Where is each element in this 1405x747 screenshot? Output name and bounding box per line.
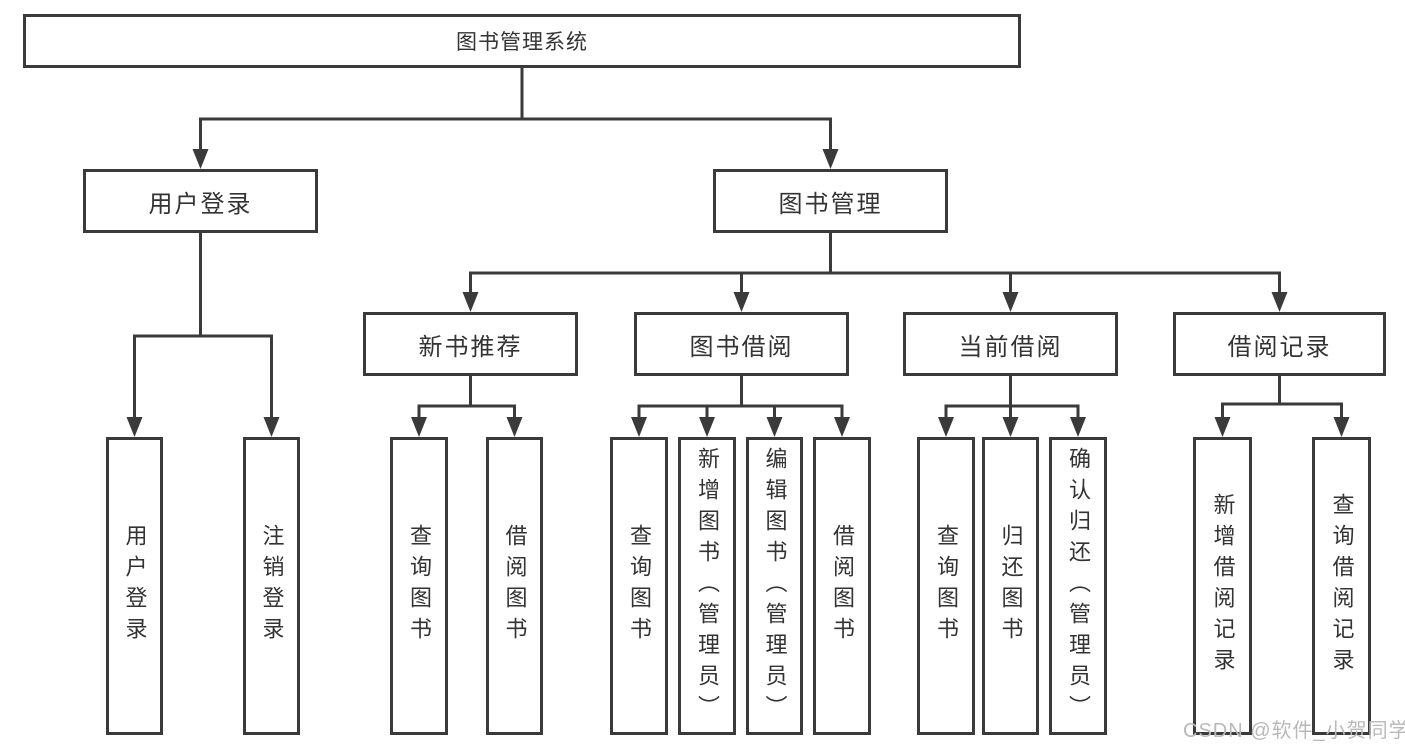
arrow-down-icon [126, 417, 143, 437]
node-current-borrow: 当前借阅 [903, 312, 1118, 376]
node-label: 查询图书 [934, 524, 959, 648]
node-system: 图书管理系统 [23, 14, 1021, 68]
arrow-down-icon [1070, 417, 1086, 437]
arrow-down-icon [1002, 292, 1019, 312]
arrow-down-icon [506, 417, 523, 437]
node-label: 借阅图书 [830, 524, 855, 648]
node-bb-query-book: 查询图书 [610, 437, 668, 735]
node-label: 借阅图书 [502, 524, 528, 648]
arrow-down-icon [1214, 417, 1231, 437]
node-label: 图书管理系统 [456, 31, 588, 54]
node-login-logout: 注销登录 [243, 437, 300, 735]
arrow-down-icon [631, 417, 647, 437]
arrow-down-icon [733, 292, 750, 312]
node-label: 图书借阅 [689, 333, 794, 361]
node-new-book-rec: 新书推荐 [363, 312, 578, 376]
node-book-borrow: 图书借阅 [634, 312, 849, 376]
node-label: 图书管理 [778, 190, 883, 218]
node-br-query-record: 查询借阅记录 [1312, 437, 1371, 735]
node-bb-add-book: 新增图书（管理员） [678, 437, 736, 735]
node-label: 新书推荐 [418, 333, 523, 361]
node-label: 新增借阅记录 [1210, 493, 1236, 679]
node-label: 查询图书 [627, 524, 652, 648]
node-cb-confirm-return: 确认归还（管理员） [1049, 437, 1107, 735]
node-rec-query-book: 查询图书 [390, 437, 448, 735]
arrow-down-icon [263, 417, 280, 437]
arrow-down-icon [766, 417, 783, 437]
node-label: 查询图书 [407, 524, 432, 648]
arrow-down-icon [938, 417, 954, 437]
node-label: 用户登录 [122, 524, 148, 648]
arrow-down-icon [1271, 292, 1288, 312]
node-bb-borrow-book: 借阅图书 [813, 437, 871, 735]
arrow-down-icon [699, 417, 715, 437]
node-cb-query-book: 查询图书 [917, 437, 975, 735]
node-label: 注销登录 [259, 524, 285, 648]
node-label: 当前借阅 [958, 333, 1063, 361]
node-br-add-record: 新增借阅记录 [1193, 437, 1252, 735]
arrow-down-icon [834, 417, 850, 437]
node-login-user: 用户登录 [106, 437, 163, 735]
node-label: 查询借阅记录 [1329, 493, 1355, 679]
node-label: 借阅记录 [1227, 333, 1332, 361]
node-user-login: 用户登录 [83, 169, 318, 233]
node-bb-edit-book: 编辑图书（管理员） [746, 437, 803, 735]
node-label: 新增图书（管理员） [695, 446, 720, 726]
node-label: 确认归还（管理员） [1066, 446, 1091, 726]
arrow-down-icon [462, 292, 479, 312]
arrow-down-icon [1333, 417, 1350, 437]
arrow-down-icon [1002, 417, 1019, 437]
arrow-down-icon [822, 149, 839, 169]
node-label: 归还图书 [998, 524, 1024, 648]
watermark: CSDN @软件_小贺同学 [1183, 720, 1405, 742]
node-label: 用户登录 [148, 190, 253, 218]
arrow-down-icon [411, 417, 427, 437]
arrow-down-icon [192, 149, 209, 169]
node-label: 编辑图书（管理员） [762, 446, 788, 726]
node-book-mgmt: 图书管理 [713, 169, 948, 233]
node-rec-borrow-book: 借阅图书 [486, 437, 543, 735]
node-borrow-record: 借阅记录 [1173, 312, 1386, 376]
node-cb-return-book: 归还图书 [982, 437, 1039, 735]
